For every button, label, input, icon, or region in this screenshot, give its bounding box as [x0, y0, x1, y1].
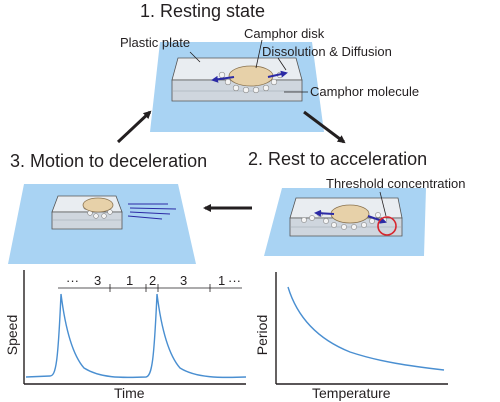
cycle-arrow-1-to-2: [303, 110, 346, 144]
phase-label: 1: [218, 273, 226, 288]
threshold-marker-circle: [377, 216, 397, 236]
resting-state-scene: [150, 39, 324, 132]
phase-label: 2: [149, 273, 157, 288]
speed-curve: [25, 293, 247, 379]
rest-to-acceleration-scene: [264, 188, 426, 256]
annotation-camphor-molecule: Camphor molecule: [310, 84, 420, 99]
motion-to-deceleration-scene: [8, 184, 196, 264]
annotation-threshold-concentration: Threshold concentration: [326, 176, 466, 191]
phase-label: 1: [126, 273, 134, 288]
phase-label: 3: [180, 273, 188, 288]
camphor-disk-1: [228, 65, 274, 87]
diffusion-arrow-right: [267, 70, 288, 78]
step-rest-to-acceleration-title: 2. Rest to acceleration: [248, 149, 428, 169]
leader-threshold: [379, 191, 387, 217]
diffusion-arrow-left-2: [314, 209, 335, 217]
step-motion-to-deceleration-title: 3. Motion to deceleration: [10, 151, 208, 171]
diffusion-arrow-right-2: [367, 215, 387, 224]
camphor-disk-3: [82, 197, 114, 213]
leader-dissolution: [277, 57, 287, 71]
temperature-axis-label: Temperature: [312, 385, 391, 401]
annotation-dissolution-diffusion: Dissolution & Diffusion: [262, 44, 392, 59]
time-axis-label: Time: [114, 385, 145, 401]
annotation-plastic-plate: Plastic plate: [120, 35, 191, 50]
leader-camphor-disk: [255, 39, 263, 69]
speed-time-plot: [23, 270, 247, 385]
annotation-camphor-disk: Camphor disk: [244, 26, 325, 41]
motion-lines: [127, 203, 177, 220]
phase-label: ···: [66, 273, 79, 288]
period-temperature-plot: [275, 272, 448, 385]
plastic-plate-front-3: [51, 211, 123, 230]
camphor-disk-2: [330, 204, 370, 224]
period-curve: [287, 286, 445, 371]
phase-label: 3: [94, 273, 102, 288]
diffusion-arrow-left: [211, 75, 235, 83]
phase-label: ···: [228, 273, 241, 288]
phase-ticks: [109, 284, 211, 292]
step-resting-state-title: 1. Resting state: [140, 1, 266, 21]
leader-plastic-plate: [189, 51, 201, 63]
period-axis-label: Period: [254, 314, 271, 356]
cycle-arrow-3-to-1: [116, 110, 152, 144]
speed-axis-label: Speed: [4, 314, 21, 356]
